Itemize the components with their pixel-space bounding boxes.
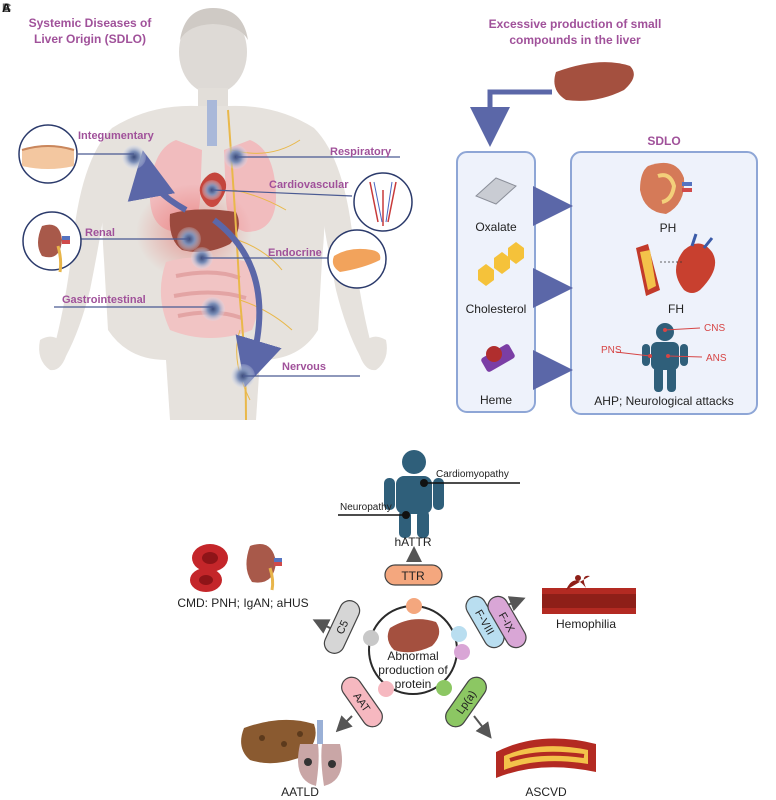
integumentary-node xyxy=(122,145,146,169)
fix-node xyxy=(454,644,470,660)
compound-cholesterol: Cholesterol xyxy=(466,302,527,316)
compound-oxalate: Oxalate xyxy=(475,220,517,234)
center-liver-icon xyxy=(387,619,440,653)
compound-heme: Heme xyxy=(480,393,512,407)
disease-ph: PH xyxy=(660,221,677,235)
oxalate-icon xyxy=(475,177,517,205)
panel-b-title-line2: compounds in the liver xyxy=(509,33,641,47)
panel-label-c: C xyxy=(3,1,12,15)
protein-ttr: TTR xyxy=(401,569,425,583)
label-ans: ANS xyxy=(706,353,727,364)
center-line2: production of xyxy=(378,663,448,677)
liver-icon xyxy=(554,62,634,101)
center-line1: Abnormal xyxy=(387,649,438,663)
outcome-ascvd: ASCVD xyxy=(525,785,567,799)
disease-ahp: AHP; Neurological attacks xyxy=(594,394,733,408)
label-cardiovascular: Cardiovascular xyxy=(269,179,349,191)
cmd-kidney-icon xyxy=(246,544,282,591)
label-respiratory: Respiratory xyxy=(330,146,392,158)
aatld-lungs-icon xyxy=(298,720,342,786)
outcome-aatld: AATLD xyxy=(281,785,319,799)
lpa-pill xyxy=(445,676,487,728)
panel-a-title-line2: Liver Origin (SDLO) xyxy=(34,32,146,46)
panel-c: Cardiomyopathy Neuropathy hATTR Abnormal… xyxy=(177,450,636,799)
label-gastrointestinal: Gastrointestinal xyxy=(62,294,146,306)
sdlo-title: SDLO xyxy=(647,134,680,148)
protein-c5: C5 xyxy=(334,619,351,637)
fviii-node xyxy=(451,626,467,642)
gastrointestinal-node xyxy=(201,297,225,321)
aatld-liver-icon xyxy=(241,719,316,764)
organ-insets xyxy=(18,124,413,289)
body-illustration xyxy=(39,8,387,421)
heme-icon xyxy=(481,344,515,372)
c5-node xyxy=(363,630,379,646)
aat-node xyxy=(378,681,394,697)
disease-fh: FH xyxy=(668,302,684,316)
label-nervous: Nervous xyxy=(282,361,326,373)
label-cardiomyopathy: Cardiomyopathy xyxy=(436,469,509,480)
fix-pill xyxy=(487,595,527,649)
fviii-pill-group: F-VIII xyxy=(465,595,505,649)
kidney-stone-icon xyxy=(640,162,692,214)
label-renal: Renal xyxy=(85,227,115,239)
person-nerves-icon xyxy=(615,323,703,392)
label-pns: PNS xyxy=(601,345,622,356)
label-integumentary: Integumentary xyxy=(78,130,155,142)
lpa-node xyxy=(436,680,452,696)
outcome-hemophilia: Hemophilia xyxy=(556,617,616,631)
hemophilia-vessel-icon xyxy=(542,575,636,614)
aat-pill xyxy=(341,676,383,728)
panel-b-title-line1: Excessive production of small xyxy=(489,17,662,31)
panel-label-a: A xyxy=(2,1,11,15)
label-endocrine: Endocrine xyxy=(268,247,322,259)
panel-a-title-line1: Systemic Diseases of xyxy=(29,16,153,30)
hattr-person-icon xyxy=(384,450,444,538)
c5-pill-group: C5 xyxy=(323,600,361,654)
ttr-pill xyxy=(384,564,443,586)
heart-plaque-icon xyxy=(636,233,716,296)
outcome-hattr: hATTR xyxy=(394,535,431,549)
organ-lines xyxy=(54,153,400,377)
cholesterol-icon xyxy=(478,242,524,286)
panel-a-text: Systemic Diseases of Liver Origin (SDLO)… xyxy=(29,16,392,373)
liver-down-arrow xyxy=(470,89,552,147)
panel-b: Excessive production of small compounds … xyxy=(456,17,758,415)
aat-pill-group: AAT xyxy=(341,676,383,728)
label-neuropathy: Neuropathy xyxy=(340,502,392,513)
fix-pill-group: F-IX xyxy=(487,595,527,649)
rbc-icon xyxy=(190,544,228,592)
ttr-node xyxy=(406,598,422,614)
ascvd-artery-icon xyxy=(496,738,596,778)
c5-pill xyxy=(323,600,361,654)
center-line3: protein xyxy=(395,677,432,691)
label-cns: CNS xyxy=(704,323,725,334)
panel-label-b: B xyxy=(2,1,11,15)
outcome-cmd: CMD: PNH; IgAN; aHUS xyxy=(177,596,308,610)
